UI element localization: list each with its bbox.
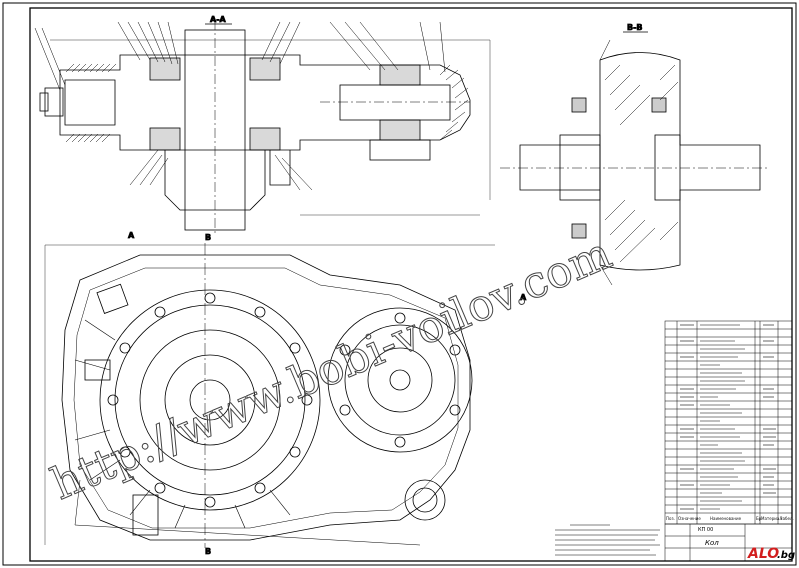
cut-b-bottom: B — [205, 547, 211, 556]
technical-notes — [555, 524, 660, 556]
bom-header-note: Забел. — [780, 516, 794, 521]
sheet-inner-frame — [29, 7, 793, 562]
plan-view: B B A A — [44, 231, 527, 556]
section-bb-hatching — [604, 64, 679, 263]
bom-header-no: Поз. — [666, 516, 675, 521]
title-block-doc-no: КП 00 — [698, 527, 713, 533]
title-block-name: Кол — [705, 539, 719, 547]
section-bb-view: B-B — [500, 23, 770, 286]
watermark-text: http://www.bobi-voilov.com — [44, 228, 618, 510]
right-bolt-holes — [339, 312, 461, 448]
bill-of-materials: Поз. Означение Наименование Бр. Материал… — [664, 320, 794, 525]
section-aa-view: A-A — [34, 15, 491, 235]
logo-brand: ALO — [747, 546, 779, 562]
bom-header-qty: Бр. — [756, 516, 763, 521]
section-aa-label: A-A — [210, 15, 227, 24]
section-aa-leaders — [34, 21, 446, 191]
bom-header-name: Наименование — [710, 516, 742, 521]
cut-a-left: A — [128, 231, 135, 240]
logo-suffix: .bg — [777, 550, 795, 561]
section-bb-label: B-B — [627, 23, 643, 32]
title-block: Кол КП 00 — [664, 523, 793, 562]
bom-header-designation: Означение — [678, 516, 701, 521]
cut-b-top: B — [205, 233, 211, 242]
bom-row-lines — [665, 328, 792, 514]
alo-logo: ALO .bg — [747, 546, 795, 562]
cut-a-right: A — [520, 293, 527, 302]
section-aa-hatching — [65, 63, 469, 143]
bom-cell-scribbles — [680, 324, 776, 510]
bom-header-material: Материал — [761, 516, 782, 521]
ring-bolt-holes — [107, 292, 313, 508]
